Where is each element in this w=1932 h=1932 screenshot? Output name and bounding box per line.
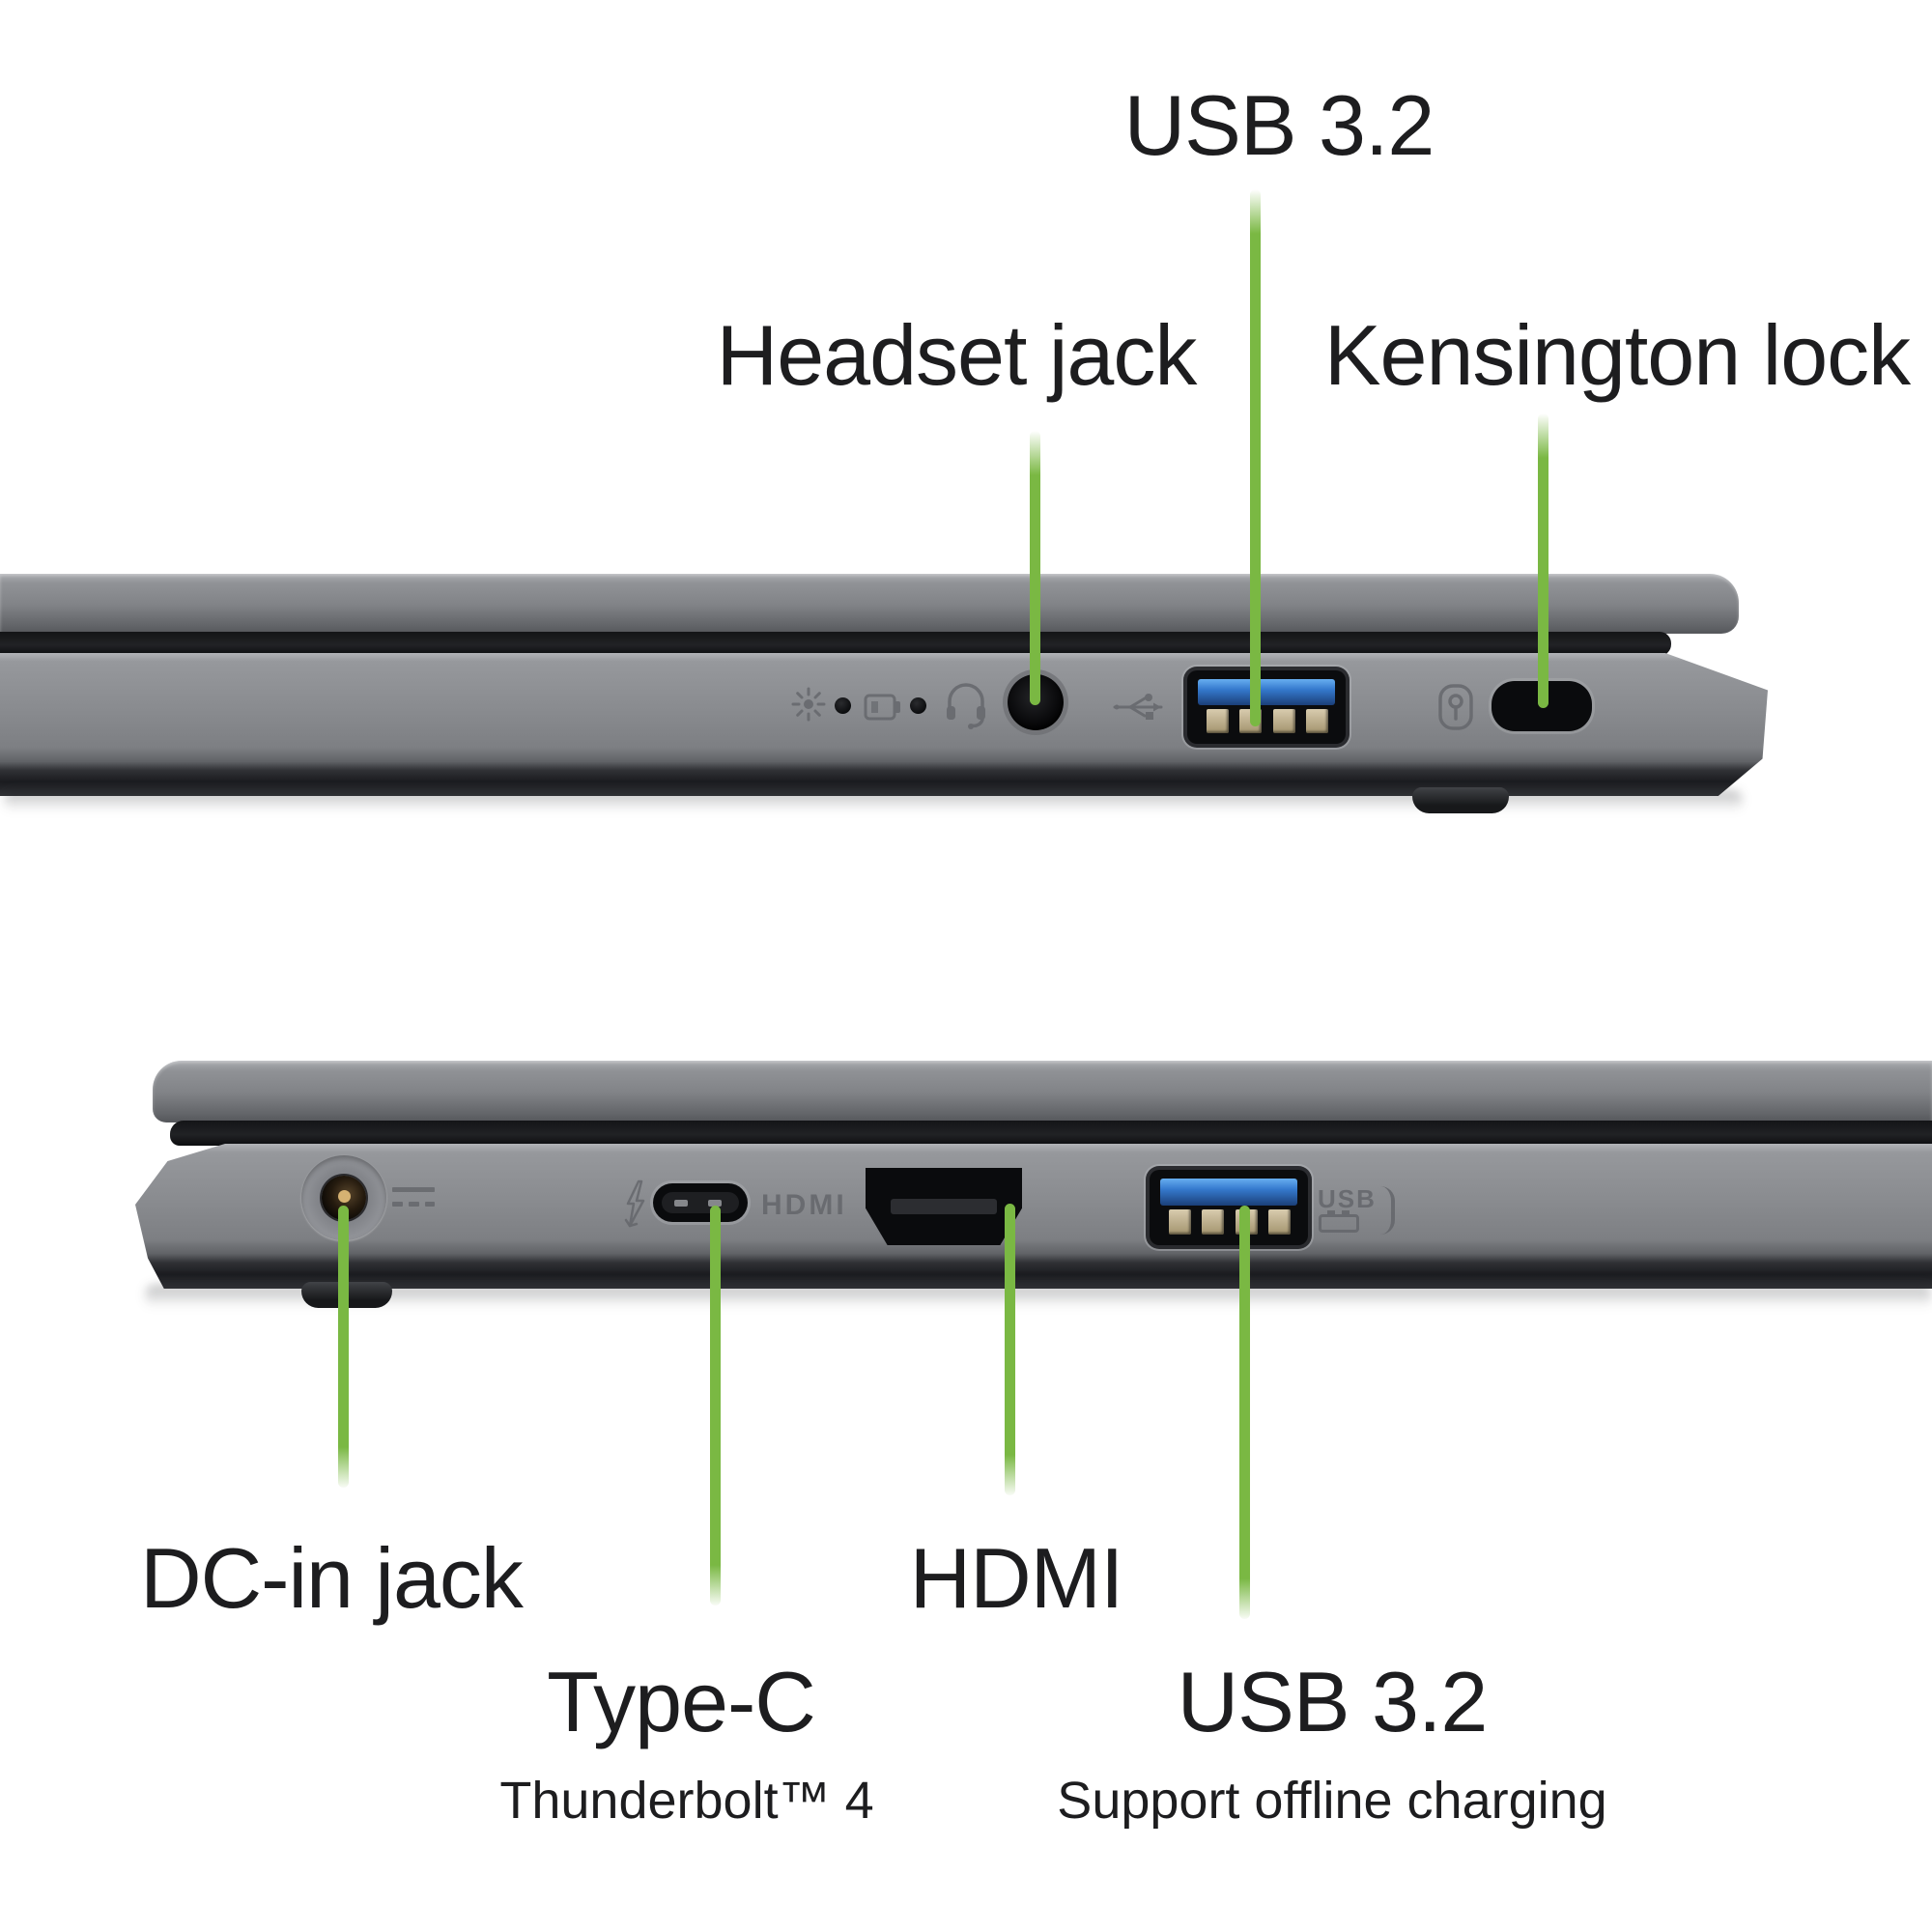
label-hdmi: HDMI bbox=[909, 1530, 1124, 1626]
hinge-gap bbox=[170, 1121, 1932, 1146]
usb-tongue bbox=[1160, 1179, 1297, 1207]
callout-line-usb32 bbox=[1239, 1206, 1250, 1619]
hdmi-engraving: HDMI bbox=[761, 1189, 847, 1221]
usb-battery-icon: USB bbox=[1318, 1184, 1395, 1238]
hdmi-port-body bbox=[866, 1168, 1022, 1245]
laptop-lid bbox=[153, 1061, 1932, 1122]
label-dc-in-jack: DC-in jack bbox=[140, 1530, 524, 1626]
callout-line-hdmi bbox=[1005, 1204, 1015, 1495]
callout-line-usb32 bbox=[1250, 189, 1261, 726]
laptop-shadow bbox=[145, 1285, 1932, 1308]
label-kensington-lock: Kensington lock bbox=[1323, 307, 1911, 403]
headset-icon bbox=[941, 678, 991, 730]
battery-led-dot bbox=[910, 697, 926, 714]
dc-in-symbol-icon bbox=[390, 1182, 437, 1213]
sublabel-thunderbolt-4: Thunderbolt™ 4 bbox=[499, 1772, 874, 1830]
kensington-keyhole-icon bbox=[1434, 682, 1478, 732]
usb-c-port bbox=[653, 1183, 748, 1222]
hinge-gap bbox=[0, 632, 1671, 656]
power-indicator-icon bbox=[788, 682, 829, 726]
usb-tongue bbox=[1198, 679, 1335, 706]
usb-pin bbox=[1168, 1209, 1191, 1236]
callout-line-typec bbox=[710, 1206, 721, 1605]
usb-pin bbox=[1202, 1209, 1225, 1236]
label-type-c: Type-C bbox=[547, 1654, 816, 1749]
battery-pins-glyph bbox=[1327, 1210, 1335, 1214]
usb-a-port bbox=[1150, 1170, 1308, 1245]
label-headset-jack: Headset jack bbox=[716, 307, 1198, 403]
dc-in-pin bbox=[338, 1190, 351, 1203]
bracket-glyph bbox=[1379, 1186, 1395, 1235]
usb-trident-icon bbox=[1111, 688, 1171, 726]
usb-a-port bbox=[1187, 670, 1346, 744]
label-usb32-left: USB 3.2 bbox=[1177, 1654, 1489, 1749]
usb-c-contact bbox=[707, 1199, 722, 1207]
battery-indicator-icon bbox=[862, 688, 904, 726]
battery-glyph bbox=[1319, 1214, 1359, 1233]
callout-line-dcin bbox=[338, 1206, 349, 1488]
power-led-dot bbox=[835, 697, 851, 714]
usb-pin bbox=[1268, 1209, 1291, 1236]
rubber-foot bbox=[1412, 787, 1509, 813]
laptop-lid bbox=[0, 574, 1739, 634]
usb-engraving-text: USB bbox=[1318, 1184, 1377, 1213]
callout-line-headset bbox=[1030, 431, 1040, 705]
usb-pin bbox=[1306, 709, 1328, 734]
usb-pin bbox=[1272, 709, 1295, 734]
laptop-base bbox=[135, 1144, 1932, 1289]
laptop-base bbox=[0, 653, 1768, 796]
usb-c-contact bbox=[673, 1199, 688, 1207]
usb-pin bbox=[1206, 709, 1229, 734]
label-usb32-right: USB 3.2 bbox=[1123, 77, 1435, 173]
thunderbolt-icon bbox=[620, 1179, 649, 1231]
sublabel-support-offline-charging: Support offline charging bbox=[1057, 1772, 1607, 1830]
hdmi-port-slot bbox=[890, 1199, 998, 1214]
callout-line-kensington bbox=[1538, 413, 1548, 708]
laptop-shadow bbox=[4, 790, 1743, 811]
